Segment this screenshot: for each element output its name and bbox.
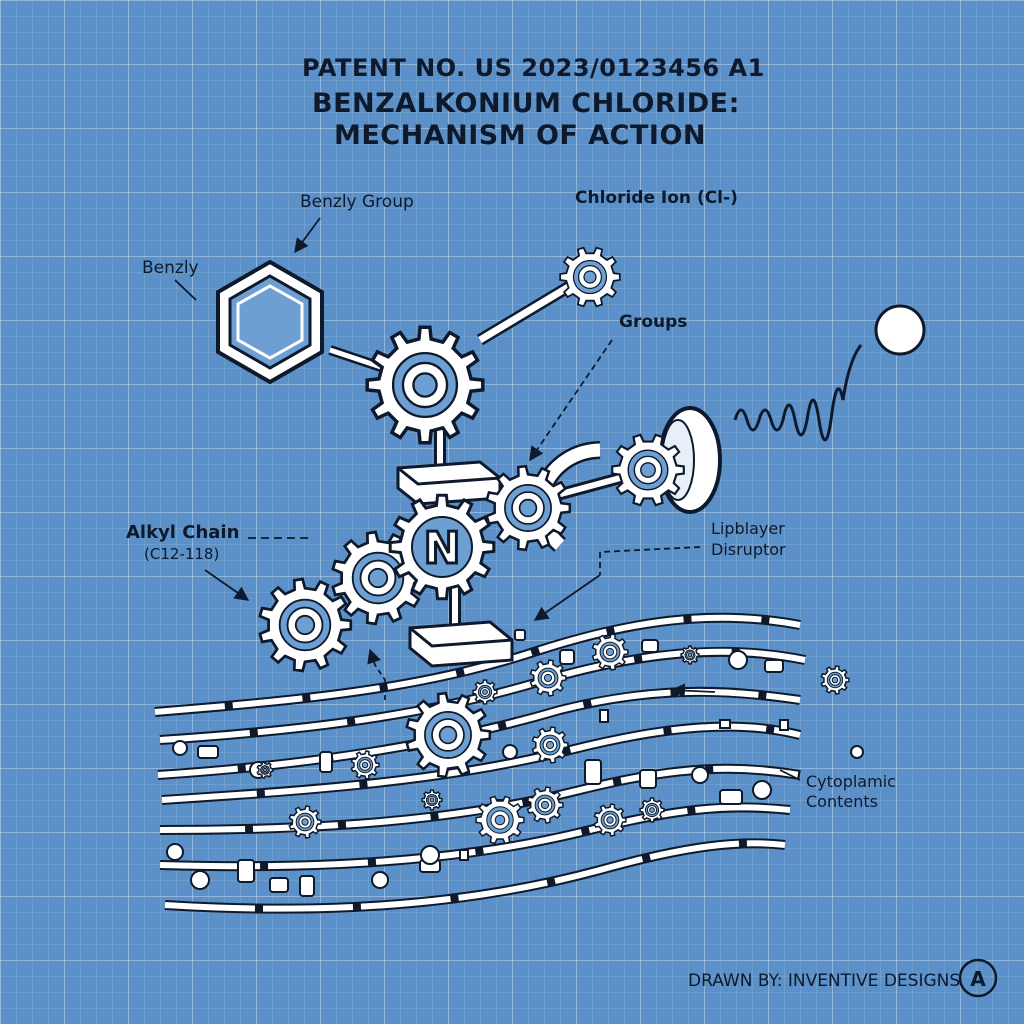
right-gear-2 [611,433,685,507]
lipid-bilayer [154,612,806,914]
membrane-gear-10 [526,786,564,824]
top-right-gear [559,246,621,308]
molecule: N [216,246,722,673]
membrane-gear-12 [421,789,443,811]
membrane-gear-13 [256,761,274,779]
membrane-gear-1 [405,691,492,779]
alkyl-gear-1 [258,577,353,673]
nitrogen-gear [388,493,496,601]
label-lipbilayer-line-2: Disruptor [711,540,786,559]
label-alkyl-chain-range: (C12-118) [144,545,220,563]
membrane-gear-2 [350,750,380,780]
drawn-by-credit: DRAWN BY: INVENTIVE DESIGNS [688,971,961,991]
membrane-gear-15 [639,797,665,823]
label-benzly: Benzly [142,258,199,278]
membrane-gears [256,633,850,845]
label-cytoplasmic-line-1: Cytoplamic [806,772,896,791]
membrane-gear-5 [591,633,629,671]
membrane-gear-4 [529,659,567,697]
benzene-ring [216,259,324,385]
label-groups: Groups [619,312,688,332]
end-cap-disc [658,406,722,514]
membrane-gear-9 [475,795,525,845]
label-benzly-group: Benzly Group [300,192,414,212]
patent-number: PATENT NO. US 2023/0123456 A1 [302,54,765,82]
membrane-gear-11 [593,803,627,837]
central-gear [365,325,485,445]
logo-letter: A [970,967,986,991]
label-cytoplasmic-line-2: Contents [806,792,878,811]
membrane-gear-3 [531,726,569,764]
title-line-1: BENZALKONIUM CHLORIDE: [312,88,740,119]
cytoplasmic-debris [166,629,864,897]
membrane-gear-14 [472,679,498,705]
label-lipbilayer-line-1: Lipblayer [711,519,785,538]
title-line-2: MECHANISM OF ACTION [334,120,706,151]
right-gear-1 [485,464,572,552]
top-disc-plate [396,460,502,506]
alkyl-gear-2 [331,530,426,626]
bottom-disc-plate [408,620,514,668]
nitrogen-center: N [388,493,496,601]
membrane-gear-7 [820,665,850,695]
designer-logo: A [958,958,998,998]
leader-lines [174,217,801,781]
label-chloride-ion: Chloride Ion (Cl-) [575,188,738,208]
molecule-gears [258,246,685,673]
nitrogen-symbol: N [424,523,461,574]
label-alkyl-chain: Alkyl Chain [126,522,240,543]
membrane-gear-6 [680,645,700,665]
chloride-ion [733,304,926,442]
membrane-gear-8 [288,805,322,839]
